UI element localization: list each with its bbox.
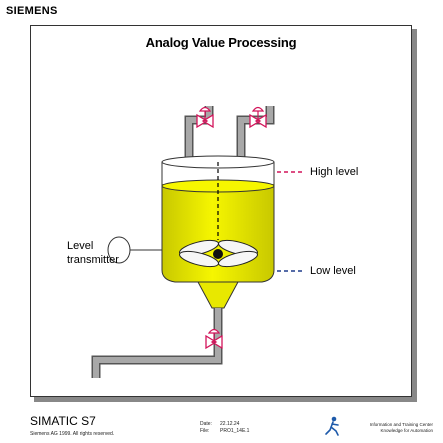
footer-date-label: Date: bbox=[200, 421, 212, 427]
footer-itc-line2: Knowledge for Automation bbox=[380, 428, 433, 433]
footer-file-value: PRO1_14E.1 bbox=[220, 428, 250, 434]
tank-outlet-cone bbox=[197, 281, 239, 309]
footer-itc: Information and Training Center Knowledg… bbox=[355, 422, 433, 434]
level-transmitter-label-line2: transmitter bbox=[67, 254, 119, 266]
level-transmitter-label-line1: Level bbox=[67, 240, 94, 252]
footer-copyright: Siemens AG 1999. All rights reserved. bbox=[30, 431, 115, 437]
outlet-valve[interactable] bbox=[205, 328, 223, 350]
outlet-pipe bbox=[91, 308, 223, 378]
slide-shadow-right bbox=[412, 29, 417, 399]
inlet-pipe-right bbox=[236, 106, 275, 158]
high-level-label: High level bbox=[310, 166, 359, 178]
agitator bbox=[179, 239, 258, 268]
footer-product: SIMATIC S7 bbox=[30, 414, 96, 428]
footer-itc-line1: Information and Training Center bbox=[369, 422, 433, 427]
footer-date-value: 22.12.24 bbox=[220, 421, 240, 427]
low-level-label: Low level bbox=[310, 265, 356, 277]
inlet-valve-left[interactable] bbox=[196, 106, 214, 129]
footer-file-label: File: bbox=[200, 428, 210, 434]
inlet-pipe-left bbox=[184, 106, 214, 158]
siemens-logo: SIEMENS bbox=[6, 5, 58, 17]
inlet-valve-right[interactable] bbox=[249, 106, 267, 129]
level-transmitter bbox=[107, 236, 162, 264]
itc-logo-icon bbox=[325, 416, 339, 436]
slide-title: Analog Value Processing bbox=[145, 35, 297, 50]
slide-shadow-bottom bbox=[34, 397, 417, 402]
